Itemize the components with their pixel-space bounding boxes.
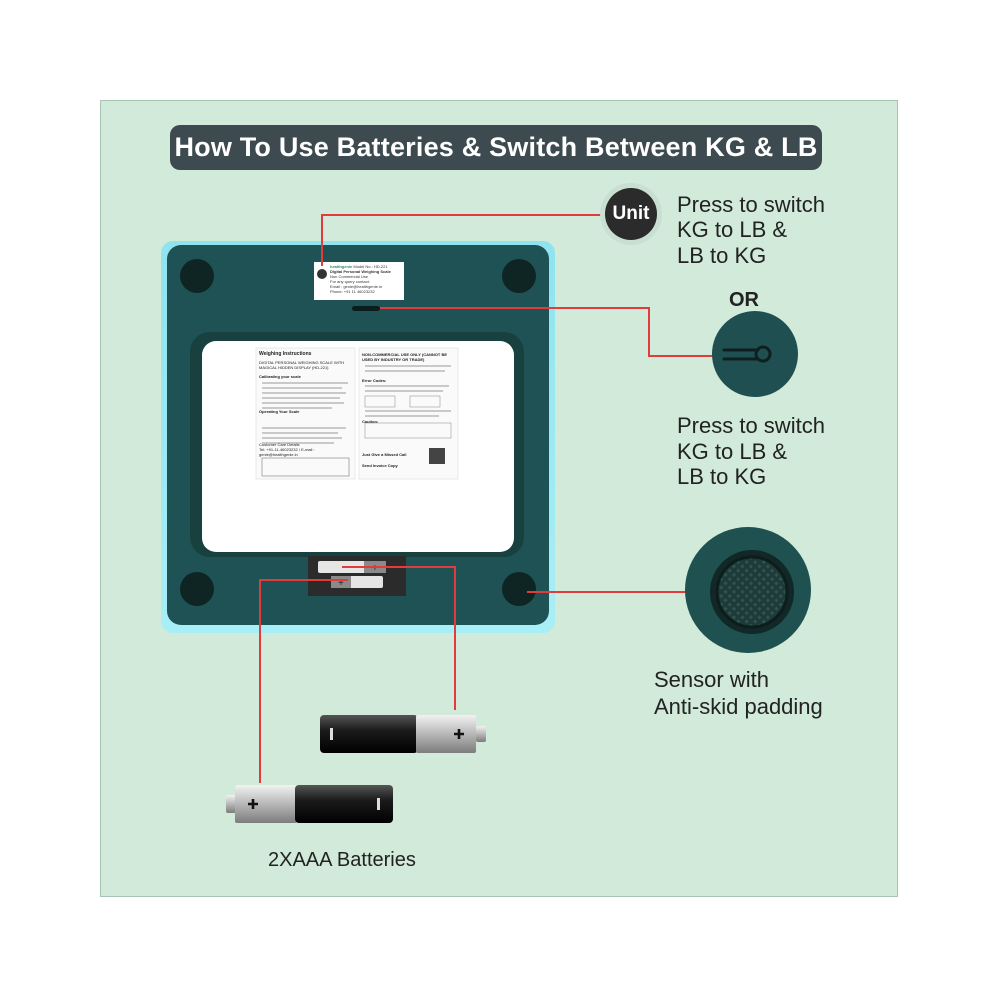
instructions-operating: Operating Your Scale — [259, 409, 300, 414]
unit-caption-line-2: KG to LB & — [677, 217, 788, 242]
foot-pad — [180, 572, 214, 606]
sensor-caption-line-1: Sensor with — [654, 667, 769, 692]
instructions-calibrating: Calibrating your scale — [259, 374, 301, 379]
unit-button-icon — [600, 183, 662, 245]
unit-caption-line-3: LB to KG — [677, 243, 767, 268]
sticker-phone: Phone: +91 11 46023232 — [330, 289, 375, 294]
unit-caption-line-1: Press to switch — [677, 192, 825, 217]
battery-icon — [320, 715, 486, 753]
sticker-brand: healthgenie — [330, 264, 353, 269]
slot-caption-line-1: Press to switch — [677, 413, 825, 438]
foot-pad — [502, 572, 536, 606]
instruction-sheet — [202, 341, 514, 552]
unit-slot-icon — [712, 311, 798, 397]
foot-pad — [502, 259, 536, 293]
or-label: OR — [729, 289, 759, 311]
sticker-model: Model No.: HD-221 — [353, 264, 388, 269]
slot-caption-line-3: LB to KG — [677, 464, 767, 489]
svg-text:+: + — [338, 578, 344, 589]
sticker-use: Non Commercial Use — [330, 274, 369, 279]
sensor-caption-line-2: Anti-skid padding — [654, 694, 823, 719]
sticker-product: Digital Personal Weighing Scale — [330, 269, 391, 274]
foot-pad — [180, 259, 214, 293]
unit-button-label: Unit — [612, 203, 650, 224]
instructions-right-heading: NON-COMMERCIAL USE ONLY (CANNOT BE USED … — [362, 352, 448, 362]
label-sticker — [314, 262, 404, 300]
instructions-send-invoice: Send Invoice Copy — [362, 463, 398, 468]
instructions-missed-call: Just Give a Missed Call — [362, 452, 407, 457]
battery-caption: 2XAAA Batteries — [268, 849, 416, 871]
sticker-email: Email : genie@healthgenie.in — [330, 284, 383, 289]
instructions-left-title: Weighing Instructions — [259, 351, 312, 357]
instructions-left: Weighing Instructions DIGITAL PERSONAL W… — [259, 351, 353, 458]
instructions-right: NON-COMMERCIAL USE ONLY (CANNOT BE USED … — [362, 352, 456, 468]
instructions-error-codes: Error Codes: — [362, 378, 387, 383]
unit-slot — [352, 306, 380, 311]
instructions-customer-care: Customer Care Details — [259, 442, 300, 447]
anti-skid-pad-icon — [685, 527, 811, 653]
svg-text:+: + — [372, 563, 378, 574]
sticker-query: For any query contact: — [330, 279, 370, 284]
instructions-left-heading: DIGITAL PERSONAL WEIGHING SCALE WITH MAG… — [259, 360, 345, 370]
page-title: How To Use Batteries & Switch Between KG… — [170, 125, 822, 170]
slot-caption-line-2: KG to LB & — [677, 439, 788, 464]
callout-lines — [259, 214, 727, 783]
battery-icon — [226, 785, 393, 823]
label-sticker-text: healthgenie Model No.: HD-221 Digital Pe… — [330, 264, 402, 294]
instructions-contact: Tel: +91-11-46023232 / E-mail : genie@he… — [259, 447, 315, 457]
instructions-caution: Caution: — [362, 419, 379, 424]
